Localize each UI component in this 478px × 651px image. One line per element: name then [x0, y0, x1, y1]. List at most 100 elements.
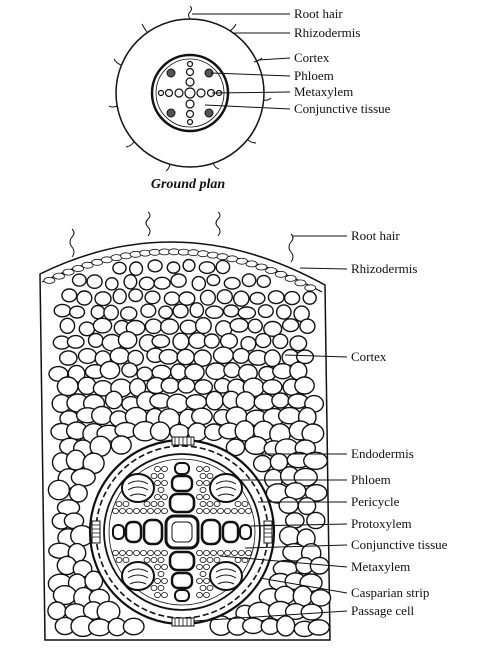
- conjunctive-cell: [133, 550, 140, 557]
- cortex-cell: [198, 261, 216, 275]
- conjunctive-cell: [119, 550, 126, 557]
- cortex-cell: [176, 348, 195, 366]
- cortex-cell: [119, 306, 138, 321]
- cortex-cell: [278, 526, 301, 547]
- cortex-cell: [94, 291, 112, 307]
- cortex-cell: [309, 556, 330, 575]
- cortex-cell: [247, 318, 263, 334]
- conjunctive-cell: [241, 500, 249, 507]
- label-casparian-strip: Casparian strip: [351, 585, 429, 600]
- rhizodermis-cell: [294, 279, 307, 287]
- label-rhizodermis: Rhizodermis: [351, 261, 417, 276]
- label-root-hair: Root hair: [351, 228, 400, 243]
- cortex-cell: [293, 467, 318, 487]
- conjunctive-cell: [150, 500, 158, 507]
- conjunctive-cell: [143, 557, 151, 564]
- conjunctive-cell: [154, 465, 161, 472]
- cortex-cell: [223, 276, 241, 290]
- cortex-cell: [283, 290, 301, 306]
- cortex-cell: [223, 362, 241, 379]
- cortex-cell: [179, 319, 198, 335]
- cortex-cell: [172, 332, 190, 351]
- cortex-cell: [237, 306, 257, 320]
- cortex-cell: [300, 603, 323, 621]
- cortex-cell: [193, 349, 212, 367]
- cortex-cell: [244, 435, 268, 456]
- cortex-cell: [151, 334, 171, 349]
- label-cortex: Cortex: [351, 349, 387, 364]
- conjunctive-cell: [157, 500, 165, 507]
- conjunctive-cell: [161, 465, 168, 472]
- conjunctive-cell: [210, 507, 217, 514]
- conjunctive-cell: [231, 507, 238, 514]
- cortex-cell: [103, 304, 120, 321]
- cortex-cell: [104, 276, 119, 291]
- cortex-cell: [252, 454, 272, 473]
- cortex-cell: [204, 305, 224, 320]
- rhizodermis-cell: [265, 267, 278, 274]
- conjunctive-cell: [206, 500, 214, 507]
- cortex-cell: [58, 350, 78, 366]
- ground-plan-root-hairs: [108, 5, 272, 172]
- cortex-cell: [144, 318, 163, 335]
- cortex-cell: [53, 303, 72, 318]
- conjunctive-cell: [122, 557, 130, 564]
- conjunctive-cell: [203, 550, 210, 557]
- cortex-cell: [278, 496, 299, 514]
- label-endodermis: Endodermis: [351, 446, 414, 461]
- rhizodermis-cell: [62, 268, 75, 276]
- conjunctive-cell: [210, 550, 217, 557]
- cortex-cell: [66, 334, 85, 349]
- cortex-cell: [212, 346, 234, 365]
- conjunctive-cell: [157, 557, 165, 564]
- cortex-cell: [99, 360, 121, 380]
- cortex-cell: [158, 348, 179, 365]
- conjunctive-cell: [150, 585, 158, 592]
- rhizodermis-cells: [43, 248, 317, 292]
- rhizodermis-cell: [304, 284, 317, 292]
- ground-plan-label-cortex: Cortex: [294, 50, 330, 65]
- cortex-cell: [191, 275, 207, 292]
- conjunctive-cell: [199, 486, 207, 493]
- conjunctive-cell: [150, 557, 158, 564]
- ground-plan-label-metaxylem: Metaxylem: [294, 84, 353, 99]
- label-metaxylem: Metaxylem: [351, 559, 410, 574]
- conjunctive-cell: [224, 507, 231, 514]
- conjunctive-cell: [140, 507, 147, 514]
- cortex-cell: [158, 305, 174, 320]
- rhizodermis-cell: [245, 260, 258, 268]
- conjunctive-cell: [199, 585, 207, 592]
- cortex-cell: [189, 302, 205, 319]
- cortex-cell: [86, 274, 103, 289]
- cortex-cell: [77, 347, 98, 365]
- conjunctive-cell: [143, 500, 151, 507]
- conjunctive-cell: [154, 550, 161, 557]
- cortex-cell: [307, 619, 330, 636]
- rhizodermis-cell: [197, 250, 210, 258]
- conjunctive-cell: [161, 493, 168, 500]
- cortex-cell: [185, 394, 208, 411]
- cortex-cell: [206, 273, 221, 287]
- cortex-cell: [112, 288, 127, 305]
- cortex-cell: [104, 390, 123, 410]
- ground-plan-diagram: Root hair Rhizodermis Cortex Phloem Meta…: [108, 5, 391, 192]
- cortex-cell: [128, 288, 144, 303]
- conjunctive-cell: [119, 507, 126, 514]
- conjunctive-cell: [238, 507, 245, 514]
- conjunctive-cell: [157, 486, 165, 493]
- cortex-cell: [272, 333, 289, 350]
- conjunctive-cell: [196, 564, 203, 571]
- cortex-cell: [121, 362, 139, 378]
- cortex-cell: [263, 349, 282, 368]
- rhizodermis-cell: [284, 274, 297, 282]
- conjunctive-cell: [206, 472, 214, 479]
- cortex-cell: [68, 305, 86, 319]
- rhizodermis-cell: [81, 261, 94, 269]
- conjunctive-cell: [157, 585, 165, 592]
- label-pericycle: Pericycle: [351, 494, 400, 509]
- conjunctive-cell: [161, 578, 168, 585]
- label-conjunctive-tissue: Conjunctive tissue: [351, 537, 448, 552]
- ground-plan-label-rhizodermis: Rhizodermis: [294, 25, 360, 40]
- ground-plan-label-root-hair: Root hair: [294, 6, 343, 21]
- cortex-cell: [271, 392, 290, 409]
